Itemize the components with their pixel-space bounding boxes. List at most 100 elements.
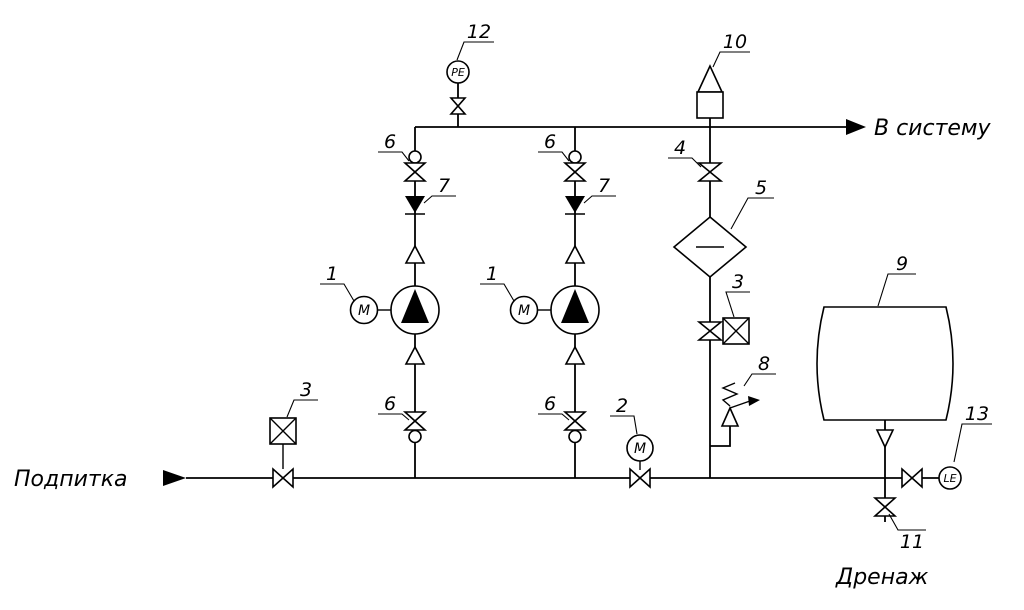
- tank-shell: [816, 306, 954, 421]
- valve-triangle: [696, 162, 724, 174]
- callout-number: 13: [965, 403, 989, 425]
- callout-4: 4: [668, 137, 702, 168]
- filter-5: [672, 215, 748, 279]
- valve-triangle: [638, 467, 651, 489]
- valve-triangle: [872, 497, 898, 509]
- callout-1-left: 1: [320, 263, 355, 302]
- callout-6-bottom-right: 6: [538, 393, 570, 421]
- callout-leader: [538, 151, 570, 162]
- callout-number: 2: [616, 395, 628, 417]
- callout-number: 6: [544, 131, 556, 153]
- flow-direction-icon: [404, 244, 426, 264]
- callout-number: 3: [732, 271, 744, 293]
- label-feed: Подпитка: [14, 467, 127, 492]
- valve-triangle: [281, 467, 294, 489]
- callout-leader: [286, 399, 318, 418]
- valve-triangle: [562, 419, 588, 431]
- callout-number: 6: [384, 131, 396, 153]
- check-valve-icon: [565, 196, 585, 213]
- valve-triangle: [562, 411, 588, 423]
- gate-valve-6-bottom-left: [402, 411, 428, 444]
- callout-8: 8: [743, 353, 776, 387]
- callout-number: 3: [300, 379, 312, 401]
- label-drain: Дренаж: [835, 565, 929, 590]
- callout-leader: [877, 273, 916, 307]
- callouts: 12 10 6 7 1 6 6 7: [286, 21, 992, 553]
- strainer-cross: [269, 417, 297, 445]
- callout-number: 4: [674, 137, 686, 159]
- gate-valve-6-top-right: [562, 150, 588, 182]
- motor-circle: [349, 295, 379, 325]
- callout-leader: [725, 291, 750, 318]
- callout-2: 2: [610, 395, 638, 435]
- valve-triangle: [872, 505, 898, 517]
- callout-number: 7: [438, 175, 450, 197]
- callout-leader: [378, 151, 410, 162]
- valve-triangle: [402, 162, 428, 174]
- callout-number: 8: [758, 353, 770, 375]
- callout-number: 6: [544, 393, 556, 415]
- valve-triangle: [402, 419, 428, 431]
- handwheel-circle: [408, 150, 422, 164]
- arrow-feed-icon: [163, 470, 186, 486]
- arrow-to-system-icon: [846, 119, 866, 135]
- callout-number: 12: [467, 21, 491, 43]
- strainer-valve-3-left: [269, 417, 297, 489]
- callout-number: 9: [896, 253, 908, 275]
- motor-letter: M: [634, 441, 646, 457]
- pump-impeller-icon: [401, 289, 429, 323]
- relief-outlet-line: [729, 400, 751, 409]
- callout-1-right: 1: [480, 263, 515, 302]
- callout-number: 6: [384, 393, 396, 415]
- callout-leader: [888, 513, 926, 531]
- valve-triangle: [449, 104, 467, 115]
- callout-6-top-left: 6: [378, 131, 410, 162]
- le-sensor-label: LE: [943, 472, 956, 485]
- callout-6-bottom-left: 6: [378, 393, 410, 421]
- callout-7-right: 7: [583, 175, 616, 204]
- valve-with-strainer-3-mid: [696, 317, 750, 345]
- valve-triangle: [696, 329, 724, 341]
- handwheel-circle: [568, 150, 582, 164]
- valve-triangle: [910, 467, 923, 489]
- pump-branch-1: M: [349, 150, 440, 444]
- relief-spring-icon: [721, 382, 739, 407]
- callout-number: 5: [755, 177, 767, 199]
- motor-circle: [509, 295, 539, 325]
- callout-leader: [423, 195, 456, 204]
- relief-valve-body: [720, 406, 740, 427]
- pump-branch-2: M: [509, 150, 600, 444]
- valve-triangle: [402, 170, 428, 182]
- check-valve-7-left: [405, 196, 425, 215]
- callout-leader: [953, 423, 992, 463]
- motor-letter: M: [358, 303, 370, 319]
- check-valve-7-right: [565, 196, 585, 215]
- handwheel-circle: [568, 429, 582, 444]
- motor-letter: M: [518, 303, 530, 319]
- valve-triangle: [562, 170, 588, 182]
- pressure-sensor-assembly: PE: [446, 60, 470, 115]
- callout-leader: [730, 197, 774, 230]
- callout-3-left: 3: [286, 379, 318, 418]
- valve-triangle: [901, 467, 914, 489]
- safety-valve-10: [696, 64, 724, 119]
- relief-valve-8: [720, 382, 760, 427]
- flow-direction-icon: [875, 429, 895, 449]
- callout-leader: [712, 51, 750, 68]
- drain-valve-11: [872, 497, 898, 517]
- callout-6-top-right: 6: [538, 131, 570, 162]
- valve-4: [696, 162, 724, 182]
- callout-number: 11: [900, 531, 924, 553]
- flow-direction-icon: [404, 345, 426, 365]
- callout-10: 10: [712, 31, 750, 68]
- callout-leader: [456, 41, 494, 61]
- pump-impeller-icon: [561, 289, 589, 323]
- callout-leader: [743, 373, 776, 387]
- valve-triangle: [449, 97, 467, 108]
- callout-11: 11: [888, 513, 926, 553]
- callout-number: 7: [598, 175, 610, 197]
- motor-valve-2: M: [626, 434, 654, 489]
- callout-leader: [668, 157, 702, 168]
- callout-number: 10: [723, 31, 747, 53]
- tank-9: [816, 306, 954, 449]
